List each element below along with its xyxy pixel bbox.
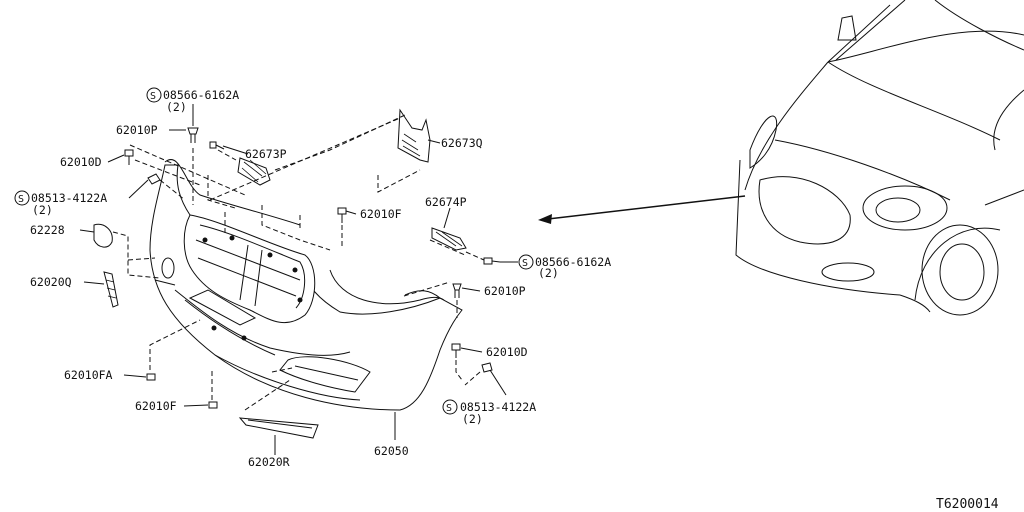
screw-icon	[124, 149, 134, 165]
screw-icon	[146, 373, 156, 381]
callout-qty-right: (2)	[538, 266, 559, 280]
cap-62228	[93, 223, 113, 248]
screw-icon	[337, 207, 347, 223]
callout-08566-6162A-top: 08566-6162A	[163, 88, 239, 102]
assembly-lines	[112, 114, 485, 411]
callout-62673Q: 62673Q	[441, 136, 483, 150]
callout-62020Q: 62020Q	[30, 275, 72, 289]
screw-icon	[481, 362, 493, 373]
screw-icon	[483, 257, 501, 265]
screw-icon	[209, 141, 225, 150]
callout-62020R: 62020R	[248, 455, 290, 469]
bracket-62673P	[237, 157, 271, 186]
symbol-s-icon: S	[14, 190, 30, 206]
symbol-s-icon: S	[518, 254, 534, 270]
symbol-s-icon: S	[146, 87, 162, 103]
callout-08513-4122A-right: 08513-4122A	[460, 400, 536, 414]
callout-qty-top: (2)	[166, 100, 187, 114]
symbol-s-icon: S	[442, 399, 458, 415]
callout-62674P: 62674P	[425, 195, 467, 209]
svg-text:S: S	[18, 194, 24, 205]
callout-62050: 62050	[374, 444, 409, 458]
side-seal-62020Q	[103, 271, 119, 308]
callout-62010D-right: 62010D	[486, 345, 528, 359]
svg-text:S: S	[150, 91, 156, 102]
callout-62010P-top: 62010P	[116, 123, 158, 137]
bracket-62674P	[431, 227, 467, 251]
screw-icon	[451, 343, 461, 358]
under-cover-62020R	[238, 417, 319, 439]
screw-icon	[208, 401, 218, 409]
callout-62010FA: 62010FA	[64, 368, 113, 382]
callout-62010F-bottom: 62010F	[135, 399, 177, 413]
bracket-62673Q	[397, 108, 431, 163]
callout-62010P-right: 62010P	[484, 284, 526, 298]
svg-text:S: S	[446, 403, 452, 414]
callout-62673P: 62673P	[245, 147, 287, 161]
callout-62228: 62228	[30, 223, 65, 237]
callout-08513-4122A-left: 08513-4122A	[31, 191, 107, 205]
callout-08566-6162A-right: 08566-6162A	[535, 255, 611, 269]
svg-text:S: S	[522, 258, 528, 269]
vehicle-icon	[735, 0, 1024, 316]
bumper-fascia-62050	[149, 159, 463, 411]
callout-62010F-top: 62010F	[360, 207, 402, 221]
callout-62010D-left: 62010D	[60, 155, 102, 169]
leader-lines	[79, 104, 518, 455]
callout-qty-right-lower: (2)	[462, 412, 483, 426]
clip-icon	[452, 283, 462, 298]
direction-arrow-icon	[538, 195, 746, 224]
screw-icon	[147, 173, 161, 185]
clip-icon	[187, 127, 199, 143]
callout-qty-left: (2)	[32, 203, 53, 217]
diagram-id: T6200014	[936, 497, 999, 512]
